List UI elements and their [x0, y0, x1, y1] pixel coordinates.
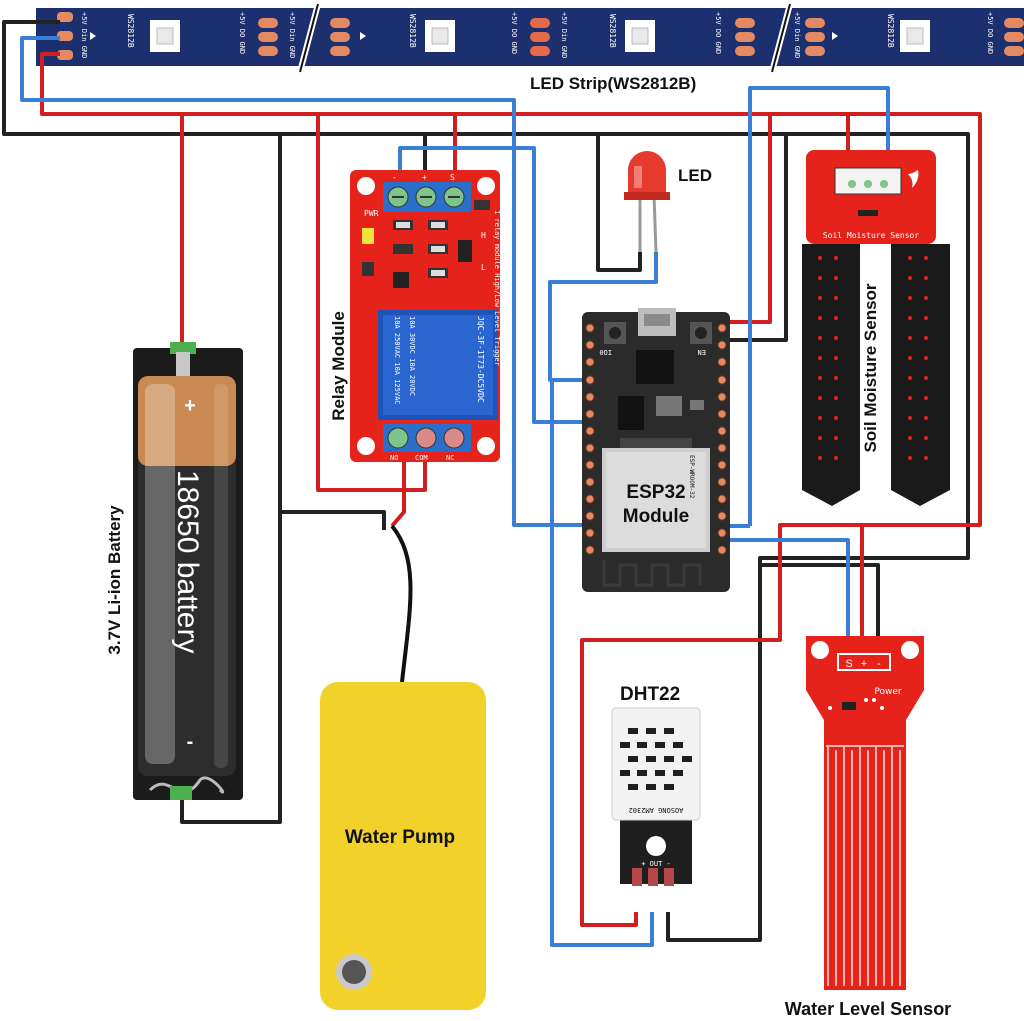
screw-terminal	[387, 186, 465, 208]
arrow-icon	[832, 32, 838, 40]
relay-l-label: L	[481, 263, 486, 272]
dht22-sensor: + OUT - AOSONG AM2302	[611, 707, 701, 886]
relay-rating-label: 10A 250VAC 10A 125VAC	[393, 316, 401, 405]
water-level-label: Water Level Sensor	[785, 999, 951, 1019]
strip-pin-label: +5V DO GND	[510, 12, 518, 54]
led-pixel	[625, 20, 655, 52]
battery-holder: + - 18650 battery	[133, 342, 243, 800]
strip-pin-label: +5V DO GND	[238, 12, 246, 54]
relay-terminal-label: NC	[446, 454, 454, 462]
battery-minus-label: -	[187, 731, 194, 753]
led-pixel	[150, 20, 180, 52]
relay-terminal-label: -	[392, 173, 397, 182]
relay-terminal-label: COM	[415, 454, 428, 462]
strip-pin-label: +5V Din GND	[793, 12, 801, 58]
wl-pin-label: S	[845, 658, 852, 670]
relay-label: Relay Module	[329, 311, 348, 421]
wl-pin-label: -	[877, 658, 881, 670]
pump-label: Water Pump	[345, 827, 455, 848]
strip-pin-label: +5V Din GND	[560, 12, 568, 58]
relay-trigger-label: 1 relay module High/Low Level Trigger	[493, 210, 501, 366]
strip-chip-label: WS2812B	[408, 14, 417, 48]
dht-grille	[620, 728, 692, 790]
strip-pin-label: +5V Din GND	[288, 12, 296, 58]
esp-label: ESP32	[626, 482, 685, 503]
pump-cable	[390, 524, 413, 683]
esp-label: Module	[623, 506, 690, 527]
led-strip: WS2812B WS2812B WS2812B WS2812B +5V Din …	[36, 3, 1024, 73]
wl-pin-label: +	[861, 658, 867, 670]
dht-pin-label: + OUT -	[641, 860, 671, 868]
wl-power-label: Power	[874, 687, 902, 697]
led-pixel	[425, 20, 455, 52]
esp32-module: IO0 EN ESP-WROOM-32	[582, 308, 730, 592]
strip-pin-label: +5V DO GND	[986, 12, 994, 54]
dht-label: DHT22	[620, 684, 680, 705]
led-component	[624, 151, 670, 253]
wl-smd-parts	[828, 698, 884, 710]
battery-body-label: 18650 battery	[171, 470, 204, 653]
sparkfun-flame-icon	[908, 170, 919, 188]
spring-icon	[148, 776, 225, 794]
strip-pin-label: +5V Din GND	[80, 12, 88, 58]
battery-label: 3.7V Li-ion Battery	[105, 505, 124, 655]
relay-terminal-label: +	[422, 173, 427, 182]
relay-terminal-label: NO	[390, 454, 398, 462]
soil-probe-holes	[818, 256, 928, 460]
relay-pwr-label: PWR	[364, 209, 379, 218]
water-level-sensor: S + - Power	[806, 636, 924, 990]
arrow-icon	[360, 32, 366, 40]
strip-chip-label: WS2812B	[608, 14, 617, 48]
water-pump	[320, 682, 486, 1010]
esp-shield-label: ESP-WROOM-32	[688, 455, 695, 499]
relay-h-label: H	[481, 231, 486, 240]
relay-terminal-label: S	[450, 173, 455, 182]
esp-shield: ESP-WROOM-32	[602, 448, 710, 552]
soil-caption: Soil Moisture Sensor	[823, 231, 920, 240]
soil-label: Soil Moisture Sensor	[861, 283, 880, 452]
arrow-icon	[90, 32, 96, 40]
esp-header-pins	[585, 323, 727, 555]
strip-chip-label: WS2812B	[126, 14, 135, 48]
soil-moisture-sensor: Soil Moisture Sensor	[802, 150, 950, 506]
wl-traces	[826, 745, 904, 986]
relay-part-label: JQC-3F-1T73-DC5VDC	[476, 316, 485, 403]
dht-brand-label: AOSONG AM2302	[629, 806, 684, 814]
strip-pin-label: +5V DO GND	[714, 12, 722, 54]
led-label: LED	[678, 166, 712, 185]
relay-module: - + S PWR H L JQC-3F-1T73-DC5VDC 10A 250…	[350, 170, 501, 462]
esp-en-label: EN	[698, 348, 706, 356]
led-pixel	[900, 20, 930, 52]
battery-plus-label: +	[184, 395, 196, 417]
relay-rating-label: 10A 30VDC 10A 28VDC	[408, 316, 416, 396]
strip-chip-label: WS2812B	[886, 14, 895, 48]
led-strip-label: LED Strip(WS2812B)	[530, 74, 696, 93]
antenna-icon	[602, 560, 702, 587]
esp-io0-label: IO0	[599, 348, 612, 356]
